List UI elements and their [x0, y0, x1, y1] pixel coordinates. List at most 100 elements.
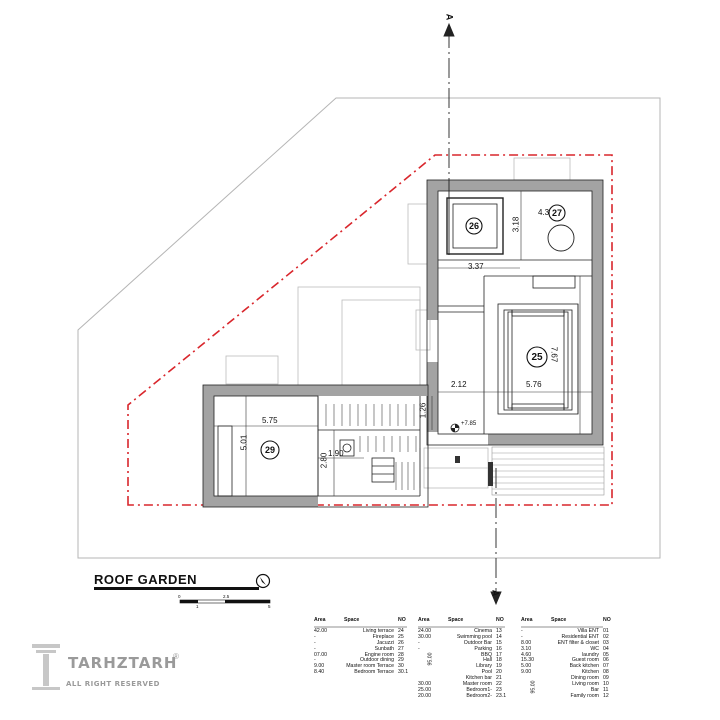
room-29-number: 29 — [264, 445, 275, 455]
space-cell: Outdoor dining — [359, 657, 394, 664]
no-cell: 23.1 — [496, 692, 507, 699]
dim-2-80: 2.80 — [319, 452, 329, 469]
area-cell: - — [521, 627, 523, 634]
lower-block-lines — [202, 384, 429, 508]
logo-name: TARHZTARH — [68, 654, 178, 672]
no-cell: 07 — [603, 663, 609, 670]
north-arrow-icon — [255, 573, 271, 589]
sched-header-space: Space — [448, 617, 464, 623]
no-cell: 01 — [603, 627, 609, 634]
no-cell: 30.1 — [398, 669, 409, 676]
area-cell: - — [418, 639, 420, 646]
no-cell: 28 — [398, 651, 404, 658]
space-cell: Kitchen — [581, 669, 599, 676]
area-cell: 25.00 — [418, 686, 431, 693]
no-cell: 17 — [496, 651, 502, 658]
space-cell: WC — [590, 645, 599, 652]
no-cell: 24 — [398, 627, 404, 634]
area-cell: - — [521, 633, 523, 640]
section-marker-bottom: A — [490, 589, 501, 597]
dimension-lines — [214, 191, 592, 496]
sched-header-area: Area — [418, 617, 430, 623]
space-cell: Bedroom1- — [466, 686, 492, 693]
area-cell: 3.10 — [521, 645, 532, 652]
space-cell: ENT filter & closet — [557, 639, 599, 646]
space-cell: laundry — [581, 651, 599, 658]
dim-5-01: 5.01 — [239, 434, 249, 451]
level-label: +7.85 — [461, 421, 477, 427]
space-cell: Parking — [474, 645, 492, 652]
area-cell: 8.00 — [521, 639, 532, 646]
no-cell: 03 — [603, 639, 609, 646]
table-row: 42.00 Living terrace 24 — [312, 627, 412, 635]
lower-block-walls — [203, 385, 428, 507]
property-line — [127, 154, 613, 506]
area-cell — [519, 694, 541, 700]
staircase — [325, 404, 417, 490]
drawing-title: ROOF GARDEN — [94, 572, 197, 587]
deck — [491, 446, 605, 496]
sched-header-area: Area — [314, 617, 326, 623]
space-cell: Fireplace — [372, 633, 394, 640]
area-cell: - — [314, 633, 316, 640]
jacuzzi — [446, 197, 504, 255]
dim-5-76: 5.76 — [526, 380, 542, 389]
scale-bar — [179, 599, 271, 604]
scale-tick-2-5: 2.5 — [223, 594, 230, 599]
sched-header-space: Space — [551, 617, 567, 623]
table-row: 25.00 Bedroom1- 23 — [416, 686, 510, 694]
space-cell: Jacuzzi — [376, 639, 394, 646]
dim-1-90: 1.90 — [328, 449, 344, 458]
logo-tagline: ALL RIGHT RESERVED — [66, 680, 160, 688]
sunbath-circle — [547, 224, 575, 252]
area-cell: 20.00 — [418, 692, 431, 699]
no-cell: 26 — [398, 639, 404, 646]
no-cell: 23 — [496, 686, 502, 693]
space-cell: Outdoor Bar — [463, 639, 492, 646]
no-cell: 06 — [603, 657, 609, 664]
scale-tick-0: 0 — [178, 594, 181, 599]
merged-area-col3: 95.00 — [530, 680, 537, 694]
space-cell: Master room — [462, 681, 492, 688]
level-marker — [450, 423, 460, 433]
scale-tick-1: 1 — [196, 604, 199, 609]
space-cell: BBQ — [481, 651, 492, 658]
area-cell: 24.00 — [418, 627, 431, 634]
dim-2-12: 2.12 — [451, 380, 467, 389]
no-cell: 27 — [398, 645, 404, 652]
dim-4-3: 4.3 — [538, 208, 550, 217]
table-row: - Jacuzzi 26 — [312, 639, 412, 647]
merged-area-col2: 95.00 — [427, 652, 434, 666]
title-underline — [94, 587, 259, 590]
space-cell: Living terrace — [362, 627, 394, 634]
room-26-number: 26 — [468, 221, 479, 231]
sched-header-area: Area — [521, 617, 533, 623]
no-cell: 02 — [603, 633, 609, 640]
space-cell: Sunbath — [374, 645, 394, 652]
area-cell: - — [314, 657, 316, 664]
area-cell: 42.00 — [314, 627, 327, 634]
section-marker-top: A — [444, 13, 455, 21]
space-cell: Pool — [481, 669, 492, 676]
area-cell: 9.00 — [314, 663, 325, 670]
area-cell: - — [314, 639, 316, 646]
space-cell: Master room Terrace — [346, 663, 394, 670]
space-cell: Cinema — [474, 627, 492, 634]
space-cell: Hall — [483, 657, 492, 664]
no-cell: 29 — [398, 657, 404, 664]
